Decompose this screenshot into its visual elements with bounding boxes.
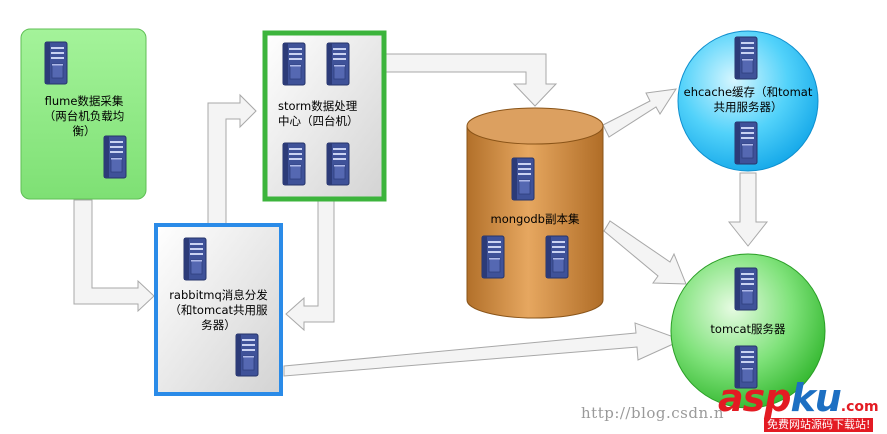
aspku-logo: aspku.com xyxy=(718,376,879,420)
mongodb-server-icon-2 xyxy=(481,235,505,279)
flume-server-icon-1 xyxy=(44,41,68,85)
arrow-rabbitmq-to-tomcat xyxy=(283,322,684,377)
rabbitmq-node xyxy=(154,223,283,396)
storm-server-icon-3 xyxy=(282,142,306,186)
flume-label: flume数据采集 （两台机负载均 衡） xyxy=(43,94,125,138)
ehcache-node xyxy=(677,30,819,172)
ehcache-server-icon-2 xyxy=(734,121,758,165)
storm-server-icon-4 xyxy=(326,142,350,186)
storm-server-icon-1 xyxy=(282,42,306,86)
storm-server-icon-2 xyxy=(326,42,350,86)
arrow-flume-to-rabbitmq xyxy=(73,199,155,313)
arrow-mongodb-to-tomcat xyxy=(603,220,687,285)
flume-server-icon-2 xyxy=(103,135,127,179)
storm-label: storm数据处理 中心（四台机） xyxy=(278,99,359,128)
mongodb-label: mongodb副本集 xyxy=(490,212,580,226)
ehcache-server-icon-1 xyxy=(734,36,758,80)
aspku-tagline: 免费网站源码下载站! xyxy=(764,418,874,432)
rabbitmq-label: rabbitmq消息分发 （和tomcat共用服 务器） xyxy=(169,288,268,332)
storm-node xyxy=(262,30,387,202)
ehcache-label: ehcache缓存（和tomat 共用服务器） xyxy=(683,85,813,114)
arrow-storm-to-rabbitmq xyxy=(285,199,335,332)
arrow-mongodb-to-ehcache xyxy=(602,88,678,138)
arrow-rabbitmq-to-storm xyxy=(207,93,257,225)
flume-node xyxy=(20,28,147,200)
rabbitmq-server-icon-1 xyxy=(183,237,207,281)
tomcat-server-icon-1 xyxy=(734,267,758,311)
tomcat-label: tomcat服务器 xyxy=(710,322,786,336)
blog-url-watermark: http://blog.csdn.n xyxy=(581,404,725,422)
mongodb-server-icon-3 xyxy=(545,235,569,279)
mongodb-node xyxy=(466,107,604,319)
mongodb-server-icon-1 xyxy=(511,157,535,201)
tomcat-node xyxy=(670,253,826,409)
arrow-storm-to-mongodb xyxy=(385,53,558,107)
arrow-ehcache-to-tomcat xyxy=(727,172,769,247)
rabbitmq-server-icon-2 xyxy=(235,333,259,377)
